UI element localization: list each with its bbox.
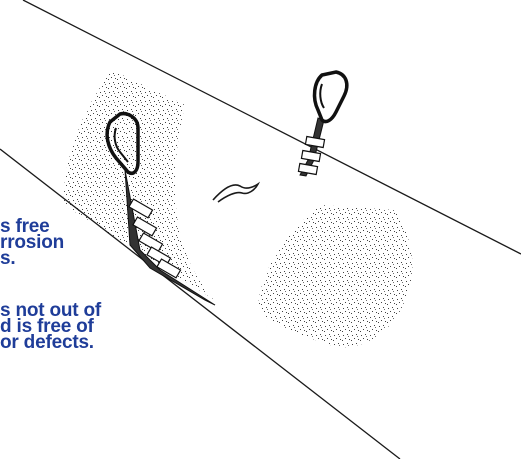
carabiner-icon <box>312 70 349 124</box>
left-sling-strap <box>124 169 216 306</box>
callout-line: s. <box>0 248 16 269</box>
inspection-note-corrosion: s free rrosion s. <box>0 216 240 269</box>
surface-condition-zones <box>63 70 413 348</box>
callout-line: rrosion <box>0 232 65 253</box>
right-sling-buckles <box>297 135 326 176</box>
left-sling-buckles <box>128 198 182 279</box>
right-sling <box>297 70 349 177</box>
carabiner-icon <box>105 111 140 175</box>
surface-mark <box>212 181 261 203</box>
pipe-top-edge <box>22 0 521 255</box>
callout-line: d is free of <box>0 316 94 337</box>
callout-line: s not out of <box>0 300 102 321</box>
right-speckled-zone <box>258 205 413 348</box>
pipe-bottom-edge <box>0 148 401 459</box>
left-speckled-zone <box>63 70 215 300</box>
callout-line: or defects. <box>0 332 94 353</box>
inspection-note-defects: s not out of d is free of or defects. <box>0 300 240 353</box>
left-sling <box>105 111 216 306</box>
callout-line: s free <box>0 216 50 237</box>
